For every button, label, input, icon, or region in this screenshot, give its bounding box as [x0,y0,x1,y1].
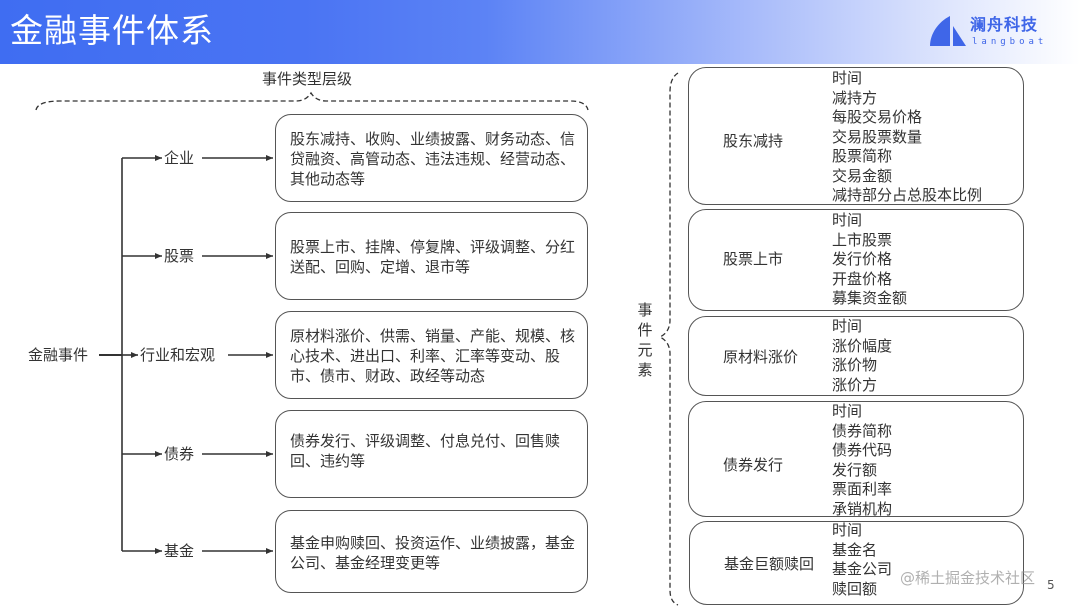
category-node-bond: 债券 [164,445,195,463]
sail-logo-icon [930,16,966,46]
element-field: 时间 [832,69,863,87]
logo-name-en: langboat [972,37,1048,47]
element-field: 基金公司 [832,560,893,578]
element-field: 涨价幅度 [832,336,893,355]
element-field-list: 时间 减持方 每股交易价格 交易股票数量 股票简称 交易金额 减持部分占总股本比… [832,69,982,206]
element-field: 时间 [832,211,863,229]
element-group-name: 基金巨额赎回 [724,555,815,573]
company-logo: 澜舟科技 langboat [928,12,1048,52]
category-node-fund: 基金 [164,542,195,560]
element-field: 债券代码 [832,441,893,459]
element-field: 时间 [832,402,863,420]
element-field: 开盘价格 [832,269,893,288]
element-field: 募集资金额 [832,289,908,307]
title-banner: 金融事件体系 澜舟科技 langboat [0,0,1080,64]
category-detail-stock: 股票上市、挂牌、停复牌、评级调整、分红送配、回购、定增、退市等 [275,212,588,300]
element-group-name: 原材料涨价 [723,348,799,366]
element-field: 债券简称 [832,421,893,440]
page-title: 金融事件体系 [10,11,214,50]
element-field-list: 时间 基金名 基金公司 赎回额 [832,521,892,599]
category-detail-bond: 债券发行、评级调整、付息兑付、回售赎回、违约等 [275,410,588,498]
element-group-stock-listing: 股票上市 时间 上市股票 发行价格 开盘价格 募集资金额 [688,209,1024,311]
category-node-enterprise: 企业 [164,149,195,167]
element-field: 发行价格 [832,250,893,268]
element-field-list: 时间 涨价幅度 涨价物 涨价方 [832,317,892,395]
element-group-fund-redemption: 基金巨额赎回 时间 基金名 基金公司 赎回额 [689,521,1024,605]
element-field: 涨价方 [832,375,878,394]
category-detail-fund: 基金申购赎回、投资运作、业绩披露，基金公司、基金经理变更等 [275,510,588,593]
element-field: 时间 [832,317,863,335]
page-number: 5 [1047,578,1055,592]
element-field: 减持方 [832,88,878,107]
element-brace [658,72,679,606]
element-field-list: 时间 上市股票 发行价格 开盘价格 募集资金额 [832,211,907,309]
element-group-name: 股票上市 [723,250,784,268]
category-detail-text: 债券发行、评级调整、付息兑付、回售赎回、违约等 [290,432,561,470]
element-field: 股票简称 [832,147,893,165]
category-node-industry-macro: 行业和宏观 [140,346,216,364]
element-field: 交易股票数量 [832,127,923,146]
element-group-shareholder-reduction: 股东减持 时间 减持方 每股交易价格 交易股票数量 股票简称 交易金额 减持部分… [688,67,1024,205]
element-group-raw-material-price: 原材料涨价 时间 涨价幅度 涨价物 涨价方 [688,316,1024,396]
type-level-label: 事件类型层级 [262,70,353,88]
element-field: 涨价物 [832,356,878,374]
category-detail-text: 股东减持、收购、业绩披露、财务动态、信贷融资、高管动态、违法违规、经营动态、其他… [290,130,576,188]
element-field: 上市股票 [832,230,893,249]
event-elements-label: 事件元素 [637,301,653,379]
element-group-name: 债券发行 [723,456,784,474]
element-field: 票面利率 [832,480,893,498]
root-node-financial-events: 金融事件 [28,346,89,364]
element-field: 时间 [832,521,863,539]
category-detail-text: 基金申购赎回、投资运作、业绩披露，基金公司、基金经理变更等 [290,534,576,572]
category-detail-text: 股票上市、挂牌、停复牌、评级调整、分红送配、回购、定增、退市等 [290,238,576,276]
logo-name-cn: 澜舟科技 [970,15,1039,34]
category-detail-text: 原材料涨价、供需、销量、产能、规模、核心技术、进出口、利率、汇率等变动、股市、债… [290,327,576,385]
category-detail-industry-macro: 原材料涨价、供需、销量、产能、规模、核心技术、进出口、利率、汇率等变动、股市、债… [275,311,588,399]
element-field: 发行额 [832,460,878,479]
element-group-bond-issuance: 债券发行 时间 债券简称 债券代码 发行额 票面利率 承销机构 [688,401,1024,519]
element-field: 基金名 [832,540,878,559]
element-field: 交易金额 [832,166,893,185]
element-field: 赎回额 [832,579,878,598]
element-field: 每股交易价格 [832,108,923,126]
category-node-stock: 股票 [164,247,195,265]
element-field: 承销机构 [832,499,893,518]
watermark: @稀土掘金技术社区 [900,569,1036,587]
element-field-list: 时间 债券简称 债券代码 发行额 票面利率 承销机构 [832,402,892,519]
category-detail-enterprise: 股东减持、收购、业绩披露、财务动态、信贷融资、高管动态、违法违规、经营动态、其他… [275,114,588,202]
type-level-brace [35,91,589,111]
element-field: 减持部分占总股本比例 [832,186,983,204]
element-group-name: 股东减持 [723,132,784,150]
